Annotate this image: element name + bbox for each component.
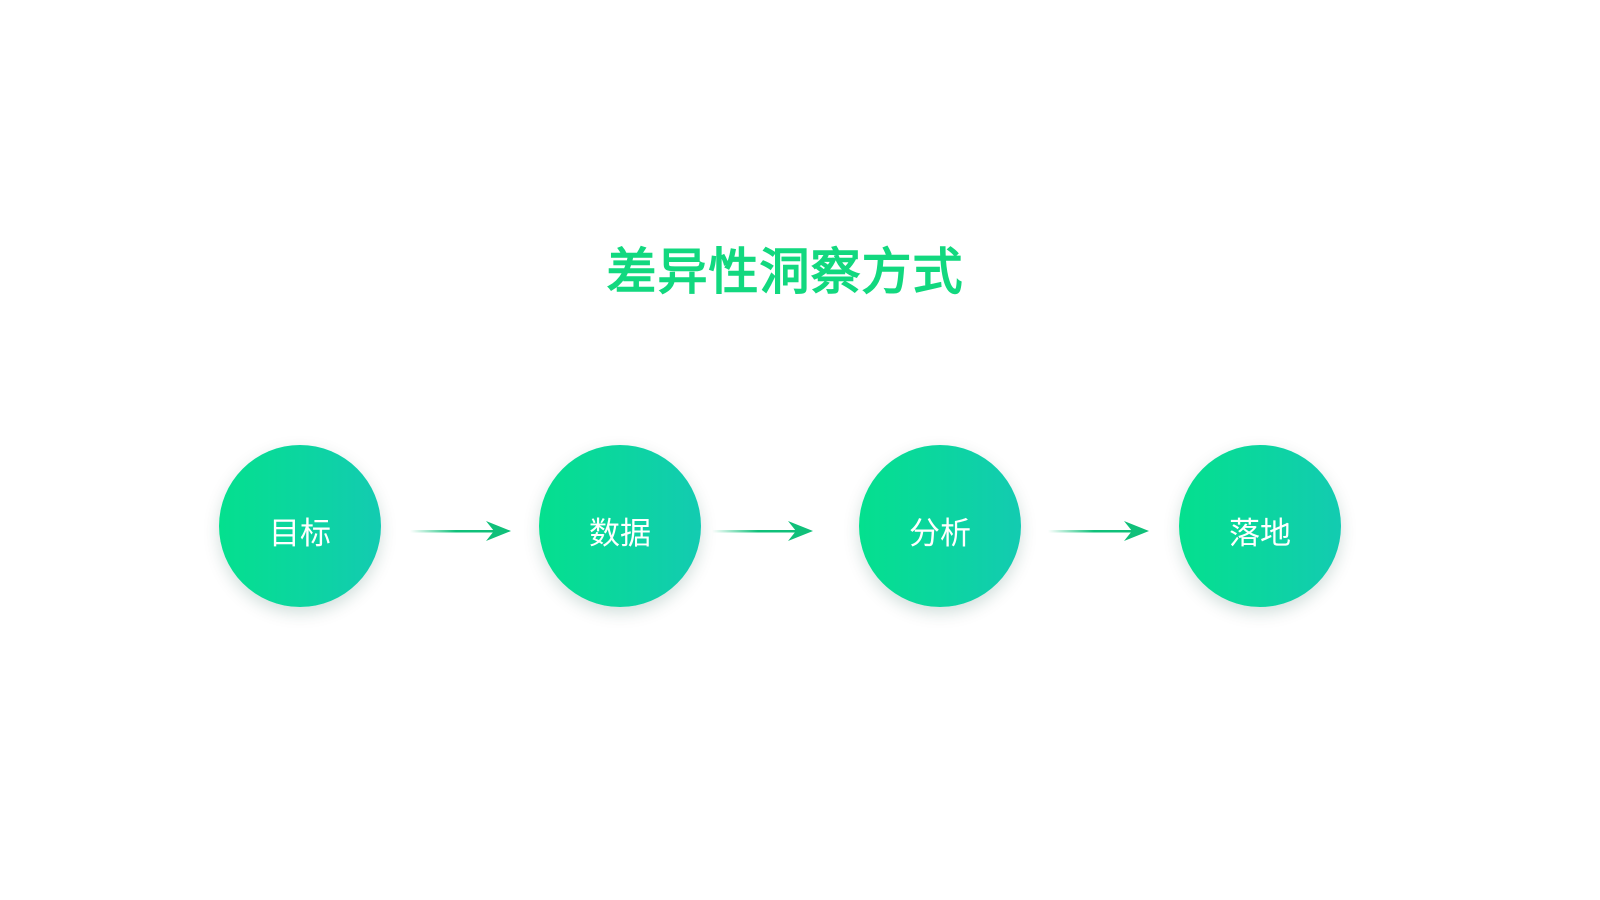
step-node-3: 分析: [859, 445, 1021, 607]
step-node-2: 数据: [539, 445, 701, 607]
arrow-right-icon: [410, 521, 511, 541]
arrow-right-icon: [712, 521, 813, 541]
step-node-4: 落地: [1179, 445, 1341, 607]
step-node-1: 目标: [219, 445, 381, 607]
arrow-right-icon: [1048, 521, 1149, 541]
step-label: 数据: [589, 515, 651, 552]
step-label: 分析: [909, 515, 971, 552]
diagram-title: 差异性洞察方式: [606, 243, 964, 301]
step-label: 落地: [1229, 515, 1291, 552]
step-label: 目标: [269, 515, 331, 552]
